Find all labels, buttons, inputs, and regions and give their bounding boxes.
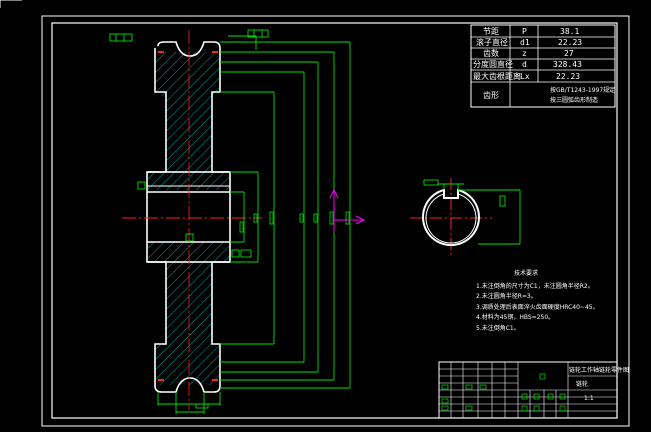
param-name: 齿形: [483, 91, 499, 100]
param-value: 按GB/T1243-1997规定: [550, 86, 615, 94]
param-value: 22.23: [558, 38, 582, 47]
param-row: 滚子直径 d1 22.23: [476, 37, 582, 47]
param-name: 分度圆直径: [473, 59, 513, 69]
part-name: 链轮: [576, 380, 588, 388]
hatch-lower-web: [148, 242, 230, 385]
param-row: 齿数 z 27: [483, 48, 574, 58]
param-row: 最大齿根距离 Lx 22.23: [473, 71, 580, 81]
param-symbol: Lx: [520, 72, 530, 81]
title-block: 链轮工作轴链轮零件图 链轮 1:1: [438, 361, 629, 419]
note-line: 1.未注倒角的尺寸为C1，未注圆角半径R2。: [476, 282, 594, 290]
feature-control-frame-icon: [109, 29, 269, 258]
param-value: 38.1: [560, 27, 579, 36]
drawing-title: 链轮工作轴链轮零件图: [569, 366, 629, 374]
diameter-dimensions: [157, 35, 351, 414]
sprocket-section-view: [109, 29, 366, 414]
param-value: 27: [564, 49, 574, 58]
note-line: 4.材料为45钢，HBS=250。: [476, 313, 554, 321]
param-name: 滚子直径: [476, 37, 508, 47]
note-line: 2.未注圆角半径R=3。: [476, 292, 537, 300]
param-symbol: P: [522, 27, 527, 36]
param-symbol: d1: [520, 38, 530, 47]
param-row: 节距 P 38.1: [483, 27, 579, 36]
dimension-value-marks: [195, 211, 350, 409]
param-name: 节距: [483, 27, 499, 36]
param-name: 最大齿根距离: [473, 71, 521, 81]
param-symbol: z: [522, 49, 527, 58]
param-row: 齿形 按GB/T1243-1997规定 按三圆弧齿形制造: [483, 86, 615, 104]
param-row: 分度圆直径 d 328.43: [473, 59, 582, 69]
note-line: 5.未注倒角C1。: [476, 324, 520, 332]
param-value: 328.43: [553, 60, 582, 69]
sheet-inner-border: [51, 22, 618, 419]
param-name: 齿数: [483, 48, 499, 58]
param-symbol: d: [522, 60, 527, 69]
lower-tooth-outline: [148, 261, 230, 393]
bore-circle-inner: [425, 193, 477, 244]
sheet-outer-border: [41, 15, 630, 427]
hub-bore: [146, 171, 231, 263]
bore-side-view: [410, 178, 521, 256]
bore-circle: [422, 188, 480, 247]
side-dimensions: [423, 179, 521, 245]
title-block-marks: [441, 373, 566, 412]
notes-title: 技术要求: [514, 269, 538, 277]
technical-notes: 技术要求 1.未注倒角的尺寸为C1，未注圆角半径R2。 2.未注圆角半径R=3。…: [476, 269, 599, 332]
view-direction-arrow-icon: [329, 188, 366, 232]
parameter-table: 节距 P 38.1 滚子直径 d1 22.23 齿数 z 27 分度圆直径 d …: [470, 24, 616, 108]
param-value: 22.23: [556, 72, 580, 81]
corner-mark: [0, 0, 22, 8]
note-line: 3.调质处理后表面淬火齿面硬度HRC40~45。: [476, 303, 599, 311]
scale-label: 1:1: [584, 395, 594, 402]
param-value-2: 按三圆弧齿形制造: [550, 96, 598, 104]
